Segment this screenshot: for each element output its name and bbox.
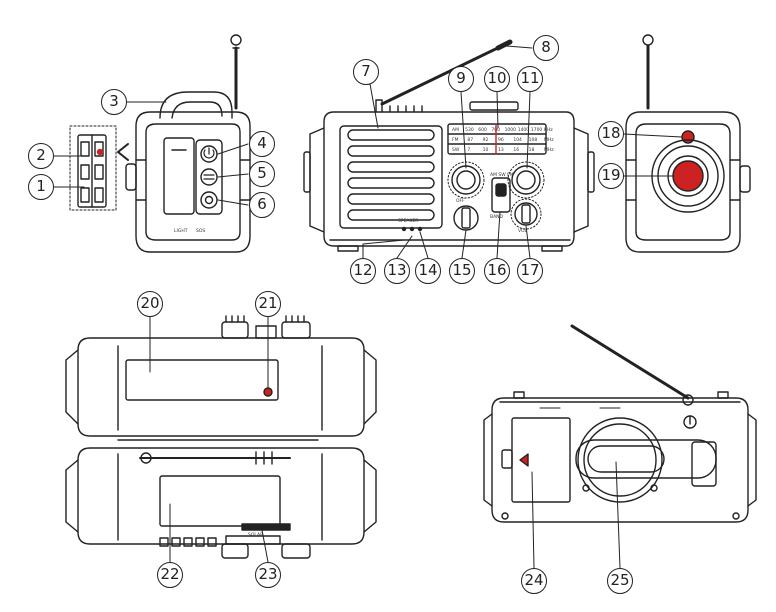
fm-scale-value: MHz (544, 137, 554, 143)
rear-view (483, 324, 757, 523)
bottom-view (65, 447, 377, 559)
side-view-ports (69, 125, 129, 211)
leaders-left (53, 101, 249, 206)
am-scale-value: 700 (491, 127, 500, 133)
callout-19: 19 (598, 163, 624, 189)
sos-icon (204, 195, 214, 205)
fm-scale-value: FM (452, 137, 459, 143)
am-scale-value: KHz (544, 127, 553, 133)
sw-scale-value: 7 (467, 147, 470, 153)
top-view (65, 315, 377, 441)
right-side-view (625, 34, 751, 253)
leaders-right (623, 133, 683, 177)
callout-3: 3 (101, 89, 127, 115)
callout-21: 21 (255, 291, 281, 317)
callout-22: 22 (157, 562, 183, 588)
am-scale-value: 530 (465, 127, 474, 133)
arrow-icon (117, 143, 129, 161)
leaders-front (362, 45, 533, 259)
sw-scale-value: 18 (529, 147, 535, 153)
leaders-bottom (169, 503, 269, 563)
fm-scale-value: 87 (467, 137, 473, 143)
callout-5: 5 (249, 161, 275, 187)
sw-scale-value: 16 (513, 147, 519, 153)
front-view (303, 39, 595, 252)
callout-12: 12 (350, 258, 376, 284)
solar-label: SOLAR (248, 532, 263, 538)
callout-23: 23 (255, 562, 281, 588)
callout-17: 17 (517, 258, 543, 284)
red-led-icon (681, 130, 695, 144)
sw-scale-value: MHz (544, 147, 554, 153)
fm-scale-value: 108 (529, 137, 538, 143)
leaders-top (149, 315, 269, 389)
off-label: OFF (456, 198, 465, 204)
leaders-rear (531, 461, 621, 569)
fm-scale: FM 87 92 96 104 108 MHz (452, 137, 554, 143)
fm-scale-value: 92 (483, 137, 489, 143)
fm-scale-value: 104 (513, 137, 522, 143)
sw-scale: SW 7 10 13 16 18 MHz (452, 147, 554, 153)
sos-label: SOS (196, 228, 205, 234)
callout-4: 4 (249, 131, 275, 157)
callout-6: 6 (249, 192, 275, 218)
vol-label: VOL (518, 228, 528, 234)
am-scale-value: 1400 (518, 127, 530, 133)
band-switch-label: AM SW FM (490, 172, 514, 178)
am-scale-value: 1700 (531, 127, 543, 133)
am-scale-value: AM (452, 127, 459, 133)
sw-scale-value: SW (452, 147, 460, 153)
light-label: LIGHT (174, 228, 188, 234)
callout-16: 16 (484, 258, 510, 284)
callout-9: 9 (448, 66, 474, 92)
charge-indicator-icon (96, 148, 104, 156)
callout-20: 20 (137, 291, 163, 317)
callout-8: 8 (533, 35, 559, 61)
speaker-label: SPEAKER (398, 218, 418, 224)
callout-24: 24 (521, 568, 547, 594)
am-scale-value: 600 (478, 127, 487, 133)
sw-scale-value: 10 (483, 147, 489, 153)
left-side-view (125, 34, 251, 253)
callout-13: 13 (384, 258, 410, 284)
power-icon (203, 149, 215, 159)
callout-25: 25 (607, 568, 633, 594)
sw-scale-value: 13 (498, 147, 504, 153)
am-scale-value: 1000 (505, 127, 517, 133)
callout-1: 1 (28, 174, 54, 200)
callout-7: 7 (353, 59, 379, 85)
callout-18: 18 (598, 121, 624, 147)
label-strip (241, 523, 291, 531)
light-icon (203, 174, 215, 180)
callout-14: 14 (415, 258, 441, 284)
fm-scale-value: 96 (498, 137, 504, 143)
callout-10: 10 (484, 66, 510, 92)
band-label: BAND (490, 214, 504, 220)
callout-15: 15 (449, 258, 475, 284)
callout-11: 11 (517, 66, 543, 92)
flashlight-lens-icon (672, 160, 704, 192)
callout-2: 2 (28, 143, 54, 169)
